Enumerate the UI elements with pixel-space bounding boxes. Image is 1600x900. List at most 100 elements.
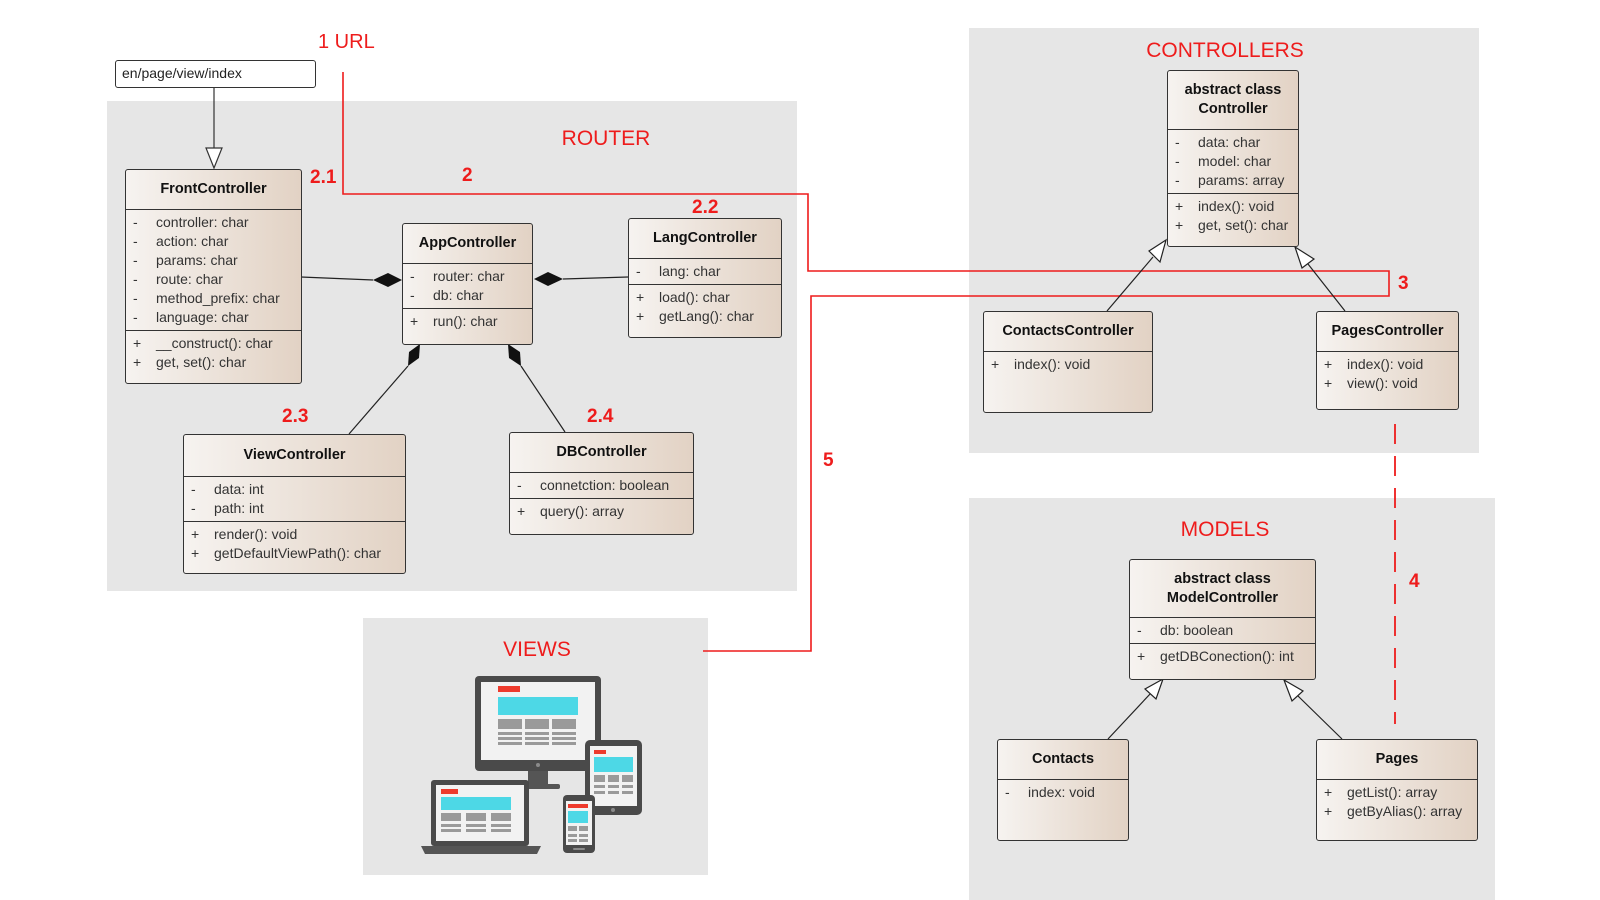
step-label-5: 5 <box>823 450 834 471</box>
class-attribute: -path: int <box>184 499 405 518</box>
class-name: LangController <box>629 219 781 259</box>
class-attribute: - method_prefix: char <box>126 289 301 308</box>
step-label-1-url: 1 URL <box>318 31 375 53</box>
member-text: data: char <box>1198 134 1261 150</box>
visibility-marker: - <box>517 477 522 493</box>
front-app-diamond <box>373 273 402 287</box>
class-pages-controller: PagesController+index(): void+view(): vo… <box>1316 311 1459 410</box>
class-name: ViewController <box>184 435 405 477</box>
class-name-line: ViewController <box>243 447 346 463</box>
class-attribute: -params: array <box>1168 171 1298 190</box>
visibility-marker: + <box>1324 356 1333 372</box>
member-text: getList(): array <box>1347 784 1438 800</box>
visibility-marker: + <box>191 526 200 542</box>
methods-section: +index(): void <box>984 352 1152 377</box>
class-attribute: -db: char <box>403 286 532 305</box>
laptop-icon <box>421 780 541 854</box>
front-app-link <box>300 276 374 281</box>
monitor-icon <box>475 676 601 789</box>
class-attribute: -data: int <box>184 480 405 499</box>
class-pages-model: Pages+getList(): array+getByAlias(): arr… <box>1316 739 1478 841</box>
class-method: + query(): array <box>510 502 693 521</box>
pages-model-arrowhead <box>1282 678 1305 703</box>
methods-section: +__construct(): char+get, set(): char <box>126 331 301 375</box>
visibility-marker: + <box>991 356 1000 372</box>
phone-icon <box>563 795 595 853</box>
visibility-marker: - <box>133 233 138 249</box>
class-contacts-controller: ContactsController+index(): void <box>983 311 1153 413</box>
app-view-link <box>348 365 409 435</box>
visibility-marker: + <box>1324 375 1333 391</box>
member-text: params: array <box>1198 172 1285 188</box>
member-text: model: char <box>1198 153 1272 169</box>
member-text: path: int <box>214 500 264 516</box>
contacts-model-arrowhead <box>1143 677 1165 701</box>
class-view-controller: ViewController-data: int-path: int+rende… <box>183 434 406 574</box>
class-front-controller: FrontController - controller: char -action:… <box>125 169 302 384</box>
class-app-controller: AppController-router: char-db: char+run(… <box>402 223 533 345</box>
attributes-section: -connetction: boolean <box>510 473 693 499</box>
visibility-marker: + <box>636 289 645 305</box>
class-attribute: -language: char <box>126 308 301 327</box>
class-method: +run(): char <box>403 312 532 331</box>
class-attribute: -db: boolean <box>1130 621 1315 640</box>
visibility-marker: + <box>517 503 526 519</box>
contacts-model-inherit-line <box>1107 692 1152 740</box>
class-attribute: -lang: char <box>629 262 781 281</box>
visibility-marker: + <box>1137 648 1146 664</box>
step-label-3: 3 <box>1398 273 1409 294</box>
step-label-2: 2 <box>462 165 473 186</box>
member-text: params: char <box>156 252 238 268</box>
class-name: Contacts <box>998 740 1128 780</box>
member-text: method_prefix: char <box>156 290 280 306</box>
attributes-section: -controller: char-action: char-params: c… <box>126 210 301 331</box>
visibility-marker: - <box>133 214 138 230</box>
visibility-marker: + <box>1324 803 1333 819</box>
class-method: +getList(): array <box>1317 783 1477 802</box>
pages-controller-arrowhead <box>1293 245 1316 269</box>
pages-controller-inherit-line <box>1307 263 1346 312</box>
class-name-line: FrontController <box>160 181 267 197</box>
attributes-section: -data: int-path: int <box>184 477 405 522</box>
member-text: route: char <box>156 271 223 287</box>
visibility-marker: - <box>1175 153 1180 169</box>
class-method: + getDBConection(): int <box>1130 647 1315 666</box>
member-text: query(): array <box>540 503 625 519</box>
class-attribute: -index: void <box>998 783 1128 802</box>
step-label-2-3: 2.3 <box>282 406 309 427</box>
step-label-4: 4 <box>1409 571 1420 592</box>
visibility-marker: - <box>1175 134 1180 150</box>
class-attribute: - data: char <box>1168 133 1298 152</box>
class-name-line: abstract class <box>1184 82 1282 98</box>
member-text: lang: char <box>659 263 721 279</box>
member-text: controller: char <box>156 214 249 230</box>
attributes-section: - data: char - model: char -params: array <box>1168 130 1298 194</box>
visibility-marker: + <box>1175 217 1184 233</box>
member-text: load(): char <box>659 289 730 305</box>
visibility-marker: - <box>133 290 138 306</box>
methods-section: +load(): char+getLang(): char <box>629 285 781 329</box>
class-method: +render(): void <box>184 525 405 544</box>
attributes-section: -router: char-db: char <box>403 264 532 309</box>
class-name: ContactsController <box>984 312 1152 352</box>
class-attribute: -action: char <box>126 232 301 251</box>
member-text: getByAlias(): array <box>1347 803 1463 819</box>
class-method: +view(): void <box>1317 374 1458 393</box>
attributes-section: -index: void <box>998 780 1128 805</box>
visibility-marker: - <box>1137 622 1142 638</box>
methods-section: +run(): char <box>403 309 532 334</box>
member-text: getDBConection(): int <box>1160 648 1294 664</box>
visibility-marker: + <box>133 335 142 351</box>
class-name-line: DBController <box>556 444 647 460</box>
class-contacts-model: Contacts -index: void <box>997 739 1129 841</box>
member-text: run(): char <box>433 313 498 329</box>
methods-section: +render(): void+getDefaultViewPath(): ch… <box>184 522 405 566</box>
class-name-line: LangController <box>653 230 757 246</box>
url-arrowhead <box>205 147 223 170</box>
class-name: FrontController <box>126 170 301 210</box>
visibility-marker: + <box>636 308 645 324</box>
pages-model-inherit-line <box>1297 695 1343 740</box>
